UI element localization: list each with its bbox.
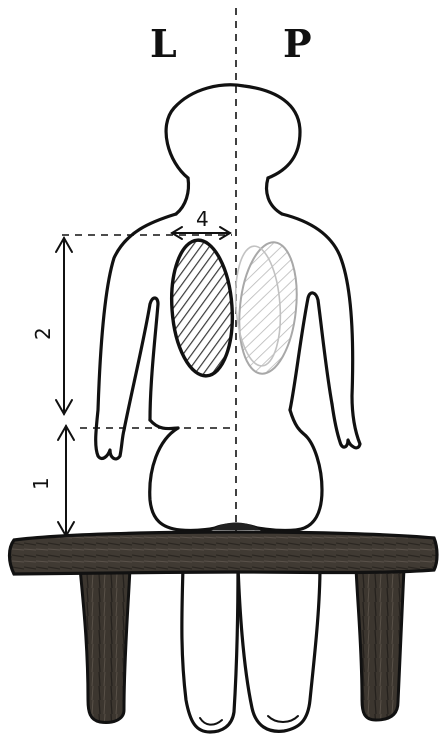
bench-left-leg — [80, 568, 130, 723]
measurement-1-label: 1 — [29, 477, 53, 490]
legs — [182, 566, 320, 732]
measurement-2-label: 2 — [31, 327, 55, 340]
left-lung-marked — [167, 238, 236, 378]
head-outline — [166, 85, 300, 178]
bench-right-leg — [356, 568, 404, 720]
bench-seat — [10, 532, 438, 574]
bench — [10, 532, 438, 723]
left-side-label: L — [150, 21, 177, 66]
right-lung-faint — [232, 239, 303, 376]
right-side-label: P — [283, 21, 312, 66]
measurement-4-label: 4 — [196, 207, 209, 231]
